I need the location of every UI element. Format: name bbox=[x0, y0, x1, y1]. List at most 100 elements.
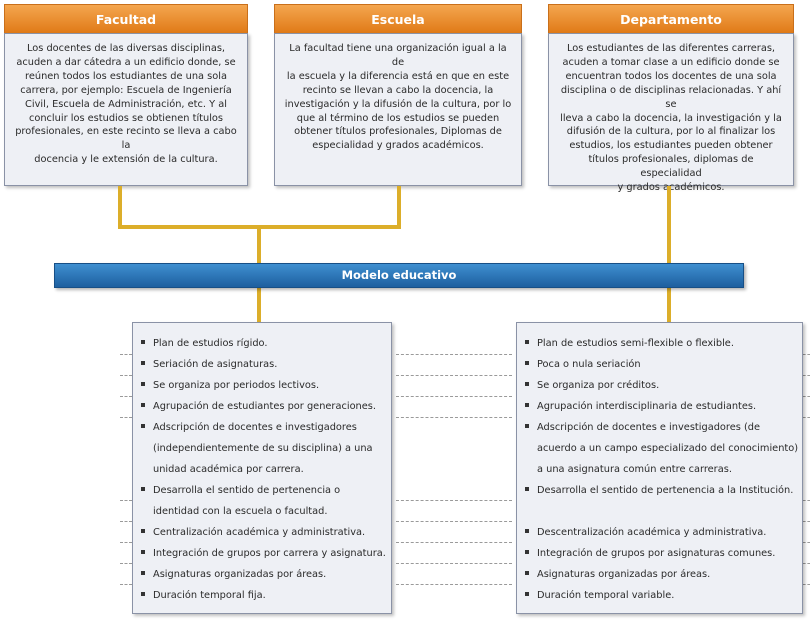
list-item-text: Asignaturas organizadas por áreas. bbox=[153, 569, 327, 580]
dashed-line bbox=[803, 354, 810, 355]
list-item: Asignaturas organizadas por áreas. bbox=[525, 569, 710, 580]
list-item-text: (independientemente de su disciplina) a … bbox=[153, 443, 373, 454]
dashed-line bbox=[120, 584, 132, 585]
list-item-text: Plan de estudios rígido. bbox=[153, 338, 268, 349]
dashed-line bbox=[120, 417, 132, 418]
list-item: Plan de estudios rígido. bbox=[141, 338, 268, 349]
dashed-line bbox=[396, 584, 512, 585]
dashed-line bbox=[120, 500, 132, 501]
bullet-icon bbox=[141, 403, 145, 407]
list-item: Adscripción de docentes e investigadores bbox=[141, 422, 357, 433]
desc-departamento: Los estudiantes de las diferentes carrer… bbox=[548, 33, 794, 193]
list-item-text: Plan de estudios semi-flexible o flexibl… bbox=[537, 338, 734, 349]
bullet-icon bbox=[525, 529, 529, 533]
dashed-line bbox=[803, 584, 810, 585]
dashed-line bbox=[396, 542, 512, 543]
desc-departamento-text: Los estudiantes de las diferentes carrer… bbox=[557, 42, 785, 195]
list-item-text: Se organiza por periodos lectivos. bbox=[153, 380, 320, 391]
bullet-icon bbox=[525, 403, 529, 407]
list-item-text: Agrupación de estudiantes por generacion… bbox=[153, 401, 377, 412]
list-item: Duración temporal variable. bbox=[525, 590, 674, 601]
list-item-text: Centralización académica y administrativ… bbox=[153, 527, 366, 538]
desc-line: especialidad y grados académicos. bbox=[312, 140, 484, 152]
desc-line: carrera, por ejemplo: Escuela de Ingenie… bbox=[20, 84, 232, 96]
connector-facultad-down bbox=[118, 186, 122, 228]
list-item-text: Duración temporal variable. bbox=[537, 590, 675, 601]
list-item: Desarrolla el sentido de pertenencia a l… bbox=[525, 485, 793, 496]
list-item-text: Asignaturas organizadas por áreas. bbox=[537, 569, 711, 580]
desc-line: disciplina o de disciplinas relacionadas… bbox=[560, 84, 782, 110]
dashed-line bbox=[803, 563, 810, 564]
bullet-icon bbox=[141, 550, 145, 554]
dashed-line bbox=[396, 521, 512, 522]
desc-line: títulos profesionales, diplomas de espec… bbox=[588, 154, 754, 180]
dashed-line bbox=[803, 521, 810, 522]
dashed-line bbox=[803, 417, 810, 418]
list-item-text: Se organiza por créditos. bbox=[537, 380, 660, 391]
dashed-line bbox=[120, 563, 132, 564]
list-item: Asignaturas organizadas por áreas. bbox=[141, 569, 326, 580]
bullet-icon bbox=[141, 571, 145, 575]
dashed-line bbox=[803, 542, 810, 543]
connector-banner-to-right-list bbox=[667, 288, 671, 323]
list-item: Seriación de asignaturas. bbox=[141, 359, 277, 370]
dashed-line bbox=[396, 396, 512, 397]
desc-line: La facultad tiene una organización igual… bbox=[289, 43, 507, 68]
list-item-text: Integración de grupos por asignaturas co… bbox=[537, 548, 776, 559]
desc-escuela-text: La facultad tiene una organización igual… bbox=[283, 42, 513, 153]
bullet-icon bbox=[141, 382, 145, 386]
list-item: Centralización académica y administrativ… bbox=[141, 527, 365, 538]
bullet-icon bbox=[141, 361, 145, 365]
desc-line: lleva a cabo la docencia, la investigaci… bbox=[560, 112, 782, 124]
list-item-text: Duración temporal fija. bbox=[153, 590, 266, 601]
bullet-icon bbox=[525, 361, 529, 365]
list-item: Se organiza por periodos lectivos. bbox=[141, 380, 319, 391]
list-item: Agrupación interdisciplinaria de estudia… bbox=[525, 401, 756, 412]
list-item-text: Agrupación interdisciplinaria de estudia… bbox=[537, 401, 757, 412]
list-item-text: Poca o nula seriación bbox=[537, 359, 641, 370]
dashed-line bbox=[396, 354, 512, 355]
desc-line: reúnen todos los estudiantes de una sola bbox=[25, 70, 227, 82]
connector-departamento-down bbox=[667, 186, 671, 264]
dashed-line bbox=[120, 354, 132, 355]
bullet-icon bbox=[141, 529, 145, 533]
banner-modelo-educativo: Modelo educativo bbox=[54, 263, 744, 288]
list-item-text: Seriación de asignaturas. bbox=[153, 359, 278, 370]
dashed-line bbox=[120, 396, 132, 397]
list-item: Descentralización académica y administra… bbox=[525, 527, 766, 538]
dashed-line bbox=[396, 417, 512, 418]
list-item-text: Descentralización académica y administra… bbox=[537, 527, 767, 538]
list-item: acuerdo a un campo especializado del con… bbox=[525, 443, 798, 454]
header-facultad: Facultad bbox=[4, 4, 248, 33]
bullet-icon bbox=[141, 592, 145, 596]
desc-line: obtener títulos profesionales, Diplomas … bbox=[294, 126, 502, 138]
bullet-icon bbox=[525, 424, 529, 428]
bullet-icon bbox=[141, 424, 145, 428]
list-item-text: Desarrolla el sentido de pertenencia o bbox=[153, 485, 341, 496]
desc-line: investigación y la difusión de la cultur… bbox=[284, 98, 512, 110]
desc-line: difusión de la cultura, por lo al finali… bbox=[566, 126, 776, 138]
dashed-line bbox=[120, 521, 132, 522]
desc-line: acuden a dar cátedra a un edificio donde… bbox=[16, 56, 236, 68]
desc-line: Los docentes de las diversas disciplinas… bbox=[26, 43, 226, 54]
desc-escuela: La facultad tiene una organización igual… bbox=[274, 33, 522, 186]
list-item: Plan de estudios semi-flexible o flexibl… bbox=[525, 338, 734, 349]
list-item: Duración temporal fija. bbox=[141, 590, 266, 601]
desc-line: que al término de los estudios se pueden bbox=[296, 112, 500, 124]
desc-line: la escuela y la diferencia está en que e… bbox=[286, 70, 510, 82]
list-item: a una asignatura común entre carreras. bbox=[525, 464, 732, 475]
list-item: Agrupación de estudiantes por generacion… bbox=[141, 401, 376, 412]
desc-line: docencia y le extensión de la cultura. bbox=[34, 154, 218, 166]
desc-line: encuentran todos los docentes de una sol… bbox=[565, 70, 777, 82]
list-item-text: Integración de grupos por carrera y asig… bbox=[153, 548, 386, 559]
list-right: Plan de estudios semi-flexible o flexibl… bbox=[516, 322, 803, 614]
bullet-icon bbox=[525, 382, 529, 386]
bullet-icon bbox=[525, 550, 529, 554]
connector-to-banner-left bbox=[257, 225, 261, 264]
list-left: Plan de estudios rígido. Seriación de asi… bbox=[132, 322, 392, 614]
desc-facultad-text: Los docentes de las diversas disciplinas… bbox=[13, 42, 239, 167]
desc-facultad: Los docentes de las diversas disciplinas… bbox=[4, 33, 248, 186]
list-item: Integración de grupos por asignaturas co… bbox=[525, 548, 775, 559]
desc-line: estudios, los estudiantes pueden obtener bbox=[569, 140, 773, 152]
desc-line: acuden a tomar clase a un edificio donde… bbox=[562, 56, 780, 68]
